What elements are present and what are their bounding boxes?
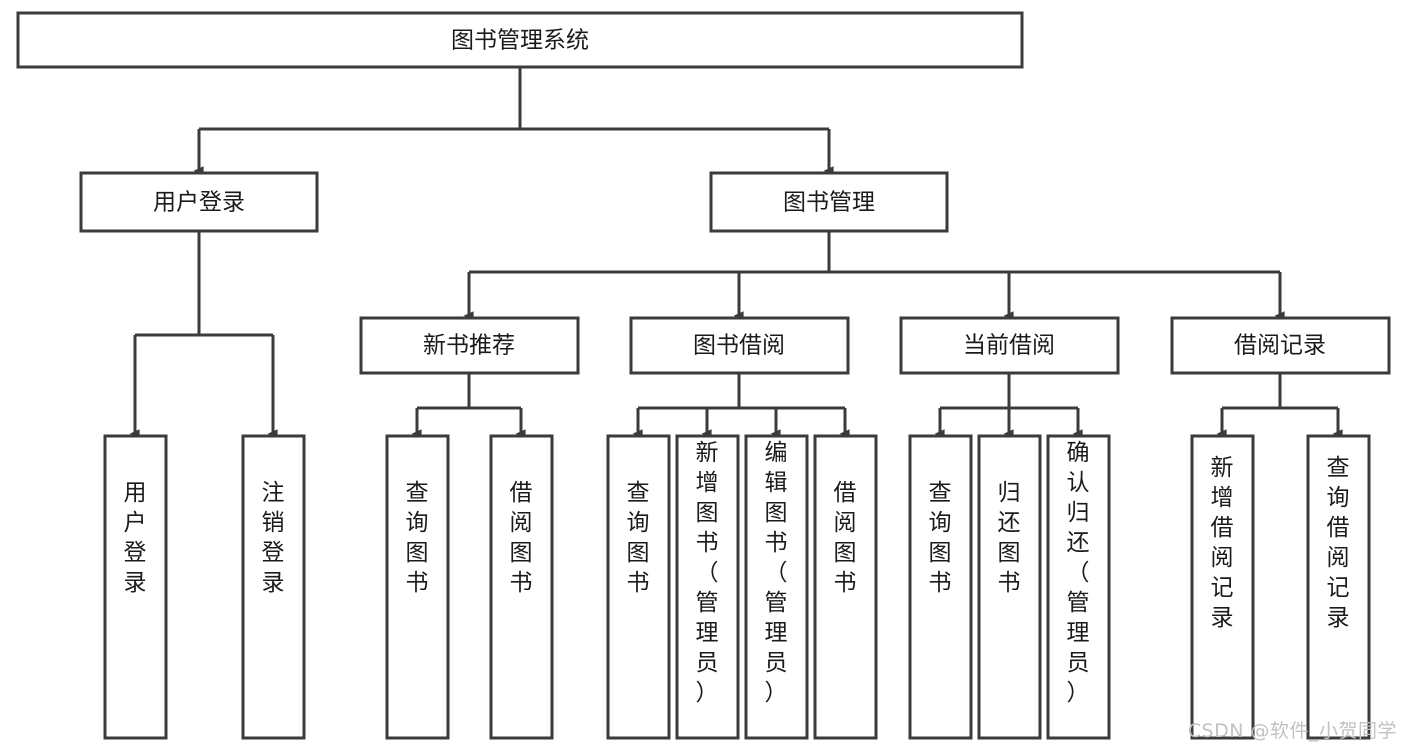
leaf-borrow-book-1-label: 借阅图书 bbox=[510, 480, 533, 596]
node-book-manage-label: 图书管理 bbox=[783, 190, 875, 216]
leaf-borrow-book-1-box[interactable] bbox=[489, 434, 554, 740]
leaf-query-record-box[interactable] bbox=[1306, 434, 1371, 740]
node-user-login-label: 用户登录 bbox=[153, 190, 245, 216]
leaf-query-book-2-box[interactable] bbox=[606, 434, 671, 740]
leaf-return-book[interactable]: 归还图书 bbox=[977, 434, 1042, 740]
leaf-query-book-1-label: 查询图书 bbox=[406, 480, 429, 596]
leaf-user-login-box[interactable] bbox=[103, 434, 168, 740]
node-new-book-recommend-box[interactable] bbox=[359, 316, 580, 375]
leaf-edit-book-box[interactable] bbox=[744, 434, 809, 740]
leaf-user-logout[interactable]: 注销登录 bbox=[241, 434, 306, 740]
leaf-add-book[interactable]: 新增图书（管理员） bbox=[675, 434, 740, 740]
leaf-confirm-return-label: 确认归还（管理员） bbox=[1067, 440, 1090, 706]
leaf-query-book-3-box[interactable] bbox=[908, 434, 973, 740]
leaf-add-book-label: 新增图书（管理员） bbox=[696, 440, 719, 706]
leaf-query-book-3[interactable]: 查询图书 bbox=[908, 434, 973, 740]
leaf-confirm-return[interactable]: 确认归还（管理员） bbox=[1046, 434, 1111, 740]
leaf-return-book-box[interactable] bbox=[977, 434, 1042, 740]
leaf-confirm-return-box[interactable] bbox=[1046, 434, 1111, 740]
leaf-query-book-1-box[interactable] bbox=[385, 434, 450, 740]
node-book-borrow-box[interactable] bbox=[629, 316, 850, 375]
leaf-user-login-label: 用户登录 bbox=[124, 480, 147, 596]
node-current-borrow[interactable]: 当前借阅 bbox=[899, 316, 1120, 375]
leaf-edit-book[interactable]: 编辑图书（管理员） bbox=[744, 434, 809, 740]
node-borrow-record-box[interactable] bbox=[1170, 316, 1391, 375]
node-user-login-box[interactable] bbox=[79, 171, 319, 233]
leaf-user-login[interactable]: 用户登录 bbox=[103, 434, 168, 740]
node-borrow-record-label: 借阅记录 bbox=[1234, 333, 1326, 359]
leaf-add-book-box[interactable] bbox=[675, 434, 740, 740]
leaf-borrow-book-2[interactable]: 借阅图书 bbox=[813, 434, 878, 740]
leaf-add-record-box[interactable] bbox=[1190, 434, 1255, 740]
node-borrow-record[interactable]: 借阅记录 bbox=[1170, 316, 1391, 375]
leaf-borrow-book-1[interactable]: 借阅图书 bbox=[489, 434, 554, 740]
node-current-borrow-label: 当前借阅 bbox=[963, 333, 1055, 359]
node-book-borrow-label: 图书借阅 bbox=[693, 333, 785, 359]
leaf-borrow-book-2-box[interactable] bbox=[813, 434, 878, 740]
node-current-borrow-box[interactable] bbox=[899, 316, 1120, 375]
leaf-query-record-label: 查询借阅记录 bbox=[1327, 455, 1350, 631]
node-root-label: 图书管理系统 bbox=[451, 28, 589, 54]
leaf-query-book-1[interactable]: 查询图书 bbox=[385, 434, 450, 740]
node-new-book-recommend[interactable]: 新书推荐 bbox=[359, 316, 580, 375]
edge-layer bbox=[129, 67, 1343, 439]
node-book-borrow[interactable]: 图书借阅 bbox=[629, 316, 850, 375]
leaf-query-book-3-label: 查询图书 bbox=[929, 480, 952, 596]
leaf-query-record[interactable]: 查询借阅记录 bbox=[1306, 434, 1371, 740]
leaf-borrow-book-2-label: 借阅图书 bbox=[834, 480, 857, 596]
leaf-add-record[interactable]: 新增借阅记录 bbox=[1190, 434, 1255, 740]
leaf-user-logout-label: 注销登录 bbox=[262, 480, 285, 596]
node-new-book-recommend-label: 新书推荐 bbox=[423, 333, 515, 359]
node-book-manage-box[interactable] bbox=[709, 171, 949, 233]
leaf-user-logout-box[interactable] bbox=[241, 434, 306, 740]
node-book-manage[interactable]: 图书管理 bbox=[709, 171, 949, 233]
leaf-edit-book-label: 编辑图书（管理员） bbox=[765, 440, 788, 706]
leaf-query-book-2[interactable]: 查询图书 bbox=[606, 434, 671, 740]
node-root-box[interactable] bbox=[16, 11, 1024, 69]
leaf-add-record-label: 新增借阅记录 bbox=[1211, 455, 1234, 631]
csdn-watermark: CSDN @软件_小贺同学 bbox=[1187, 720, 1397, 742]
node-root[interactable]: 图书管理系统 bbox=[16, 11, 1024, 69]
node-user-login[interactable]: 用户登录 bbox=[79, 171, 319, 233]
leaf-query-book-2-label: 查询图书 bbox=[627, 480, 650, 596]
leaf-return-book-label: 归还图书 bbox=[998, 480, 1021, 596]
